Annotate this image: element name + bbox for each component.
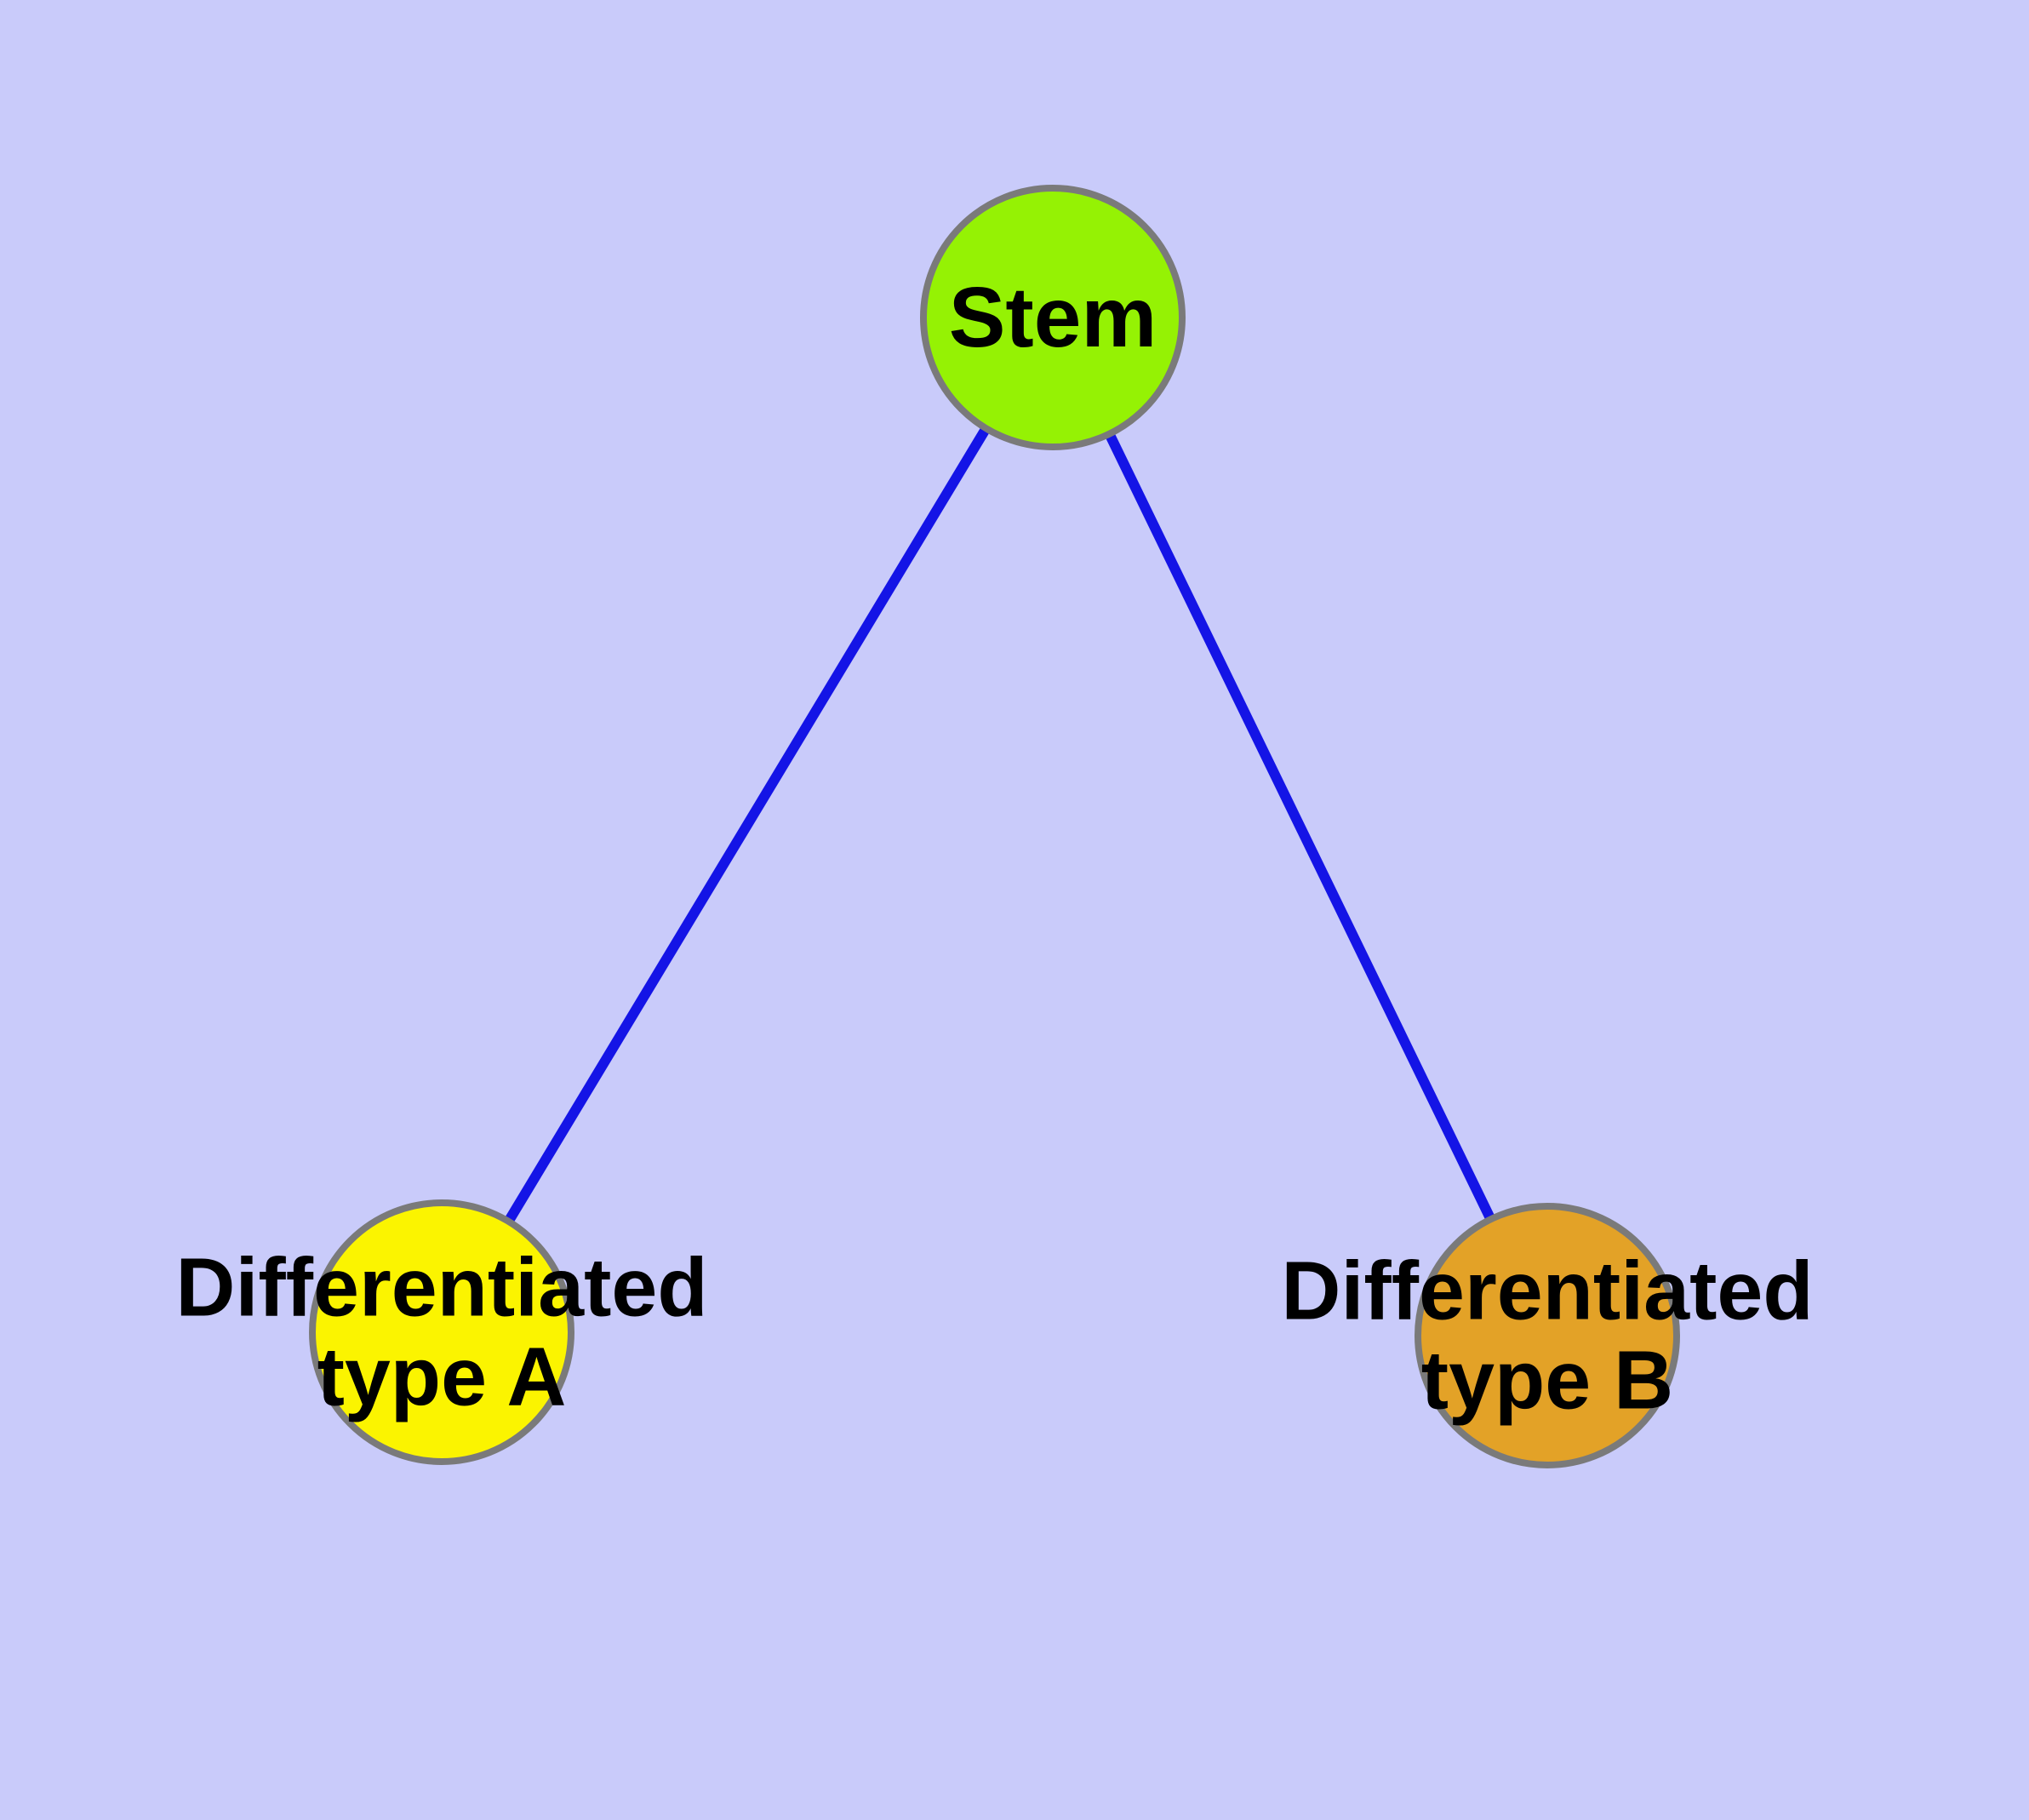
node-label-line: Differentiated [1281,1244,1813,1336]
node-label-line: Stem [949,270,1157,365]
node-label-line: type B [1421,1333,1673,1426]
node-label-stem: Stem [949,270,1157,365]
node-diff-a[interactable] [309,1199,574,1465]
node-stem[interactable] [920,185,1186,450]
node-label-line: Differentiated [175,1240,707,1333]
node-diff-b[interactable] [1415,1203,1680,1468]
edge-stem-to-b [1104,430,1496,1223]
edges-layer [503,424,1496,1226]
nodes-layer [309,185,1680,1468]
edge-stem-to-a [503,424,992,1226]
node-label-line: type A [317,1330,567,1422]
